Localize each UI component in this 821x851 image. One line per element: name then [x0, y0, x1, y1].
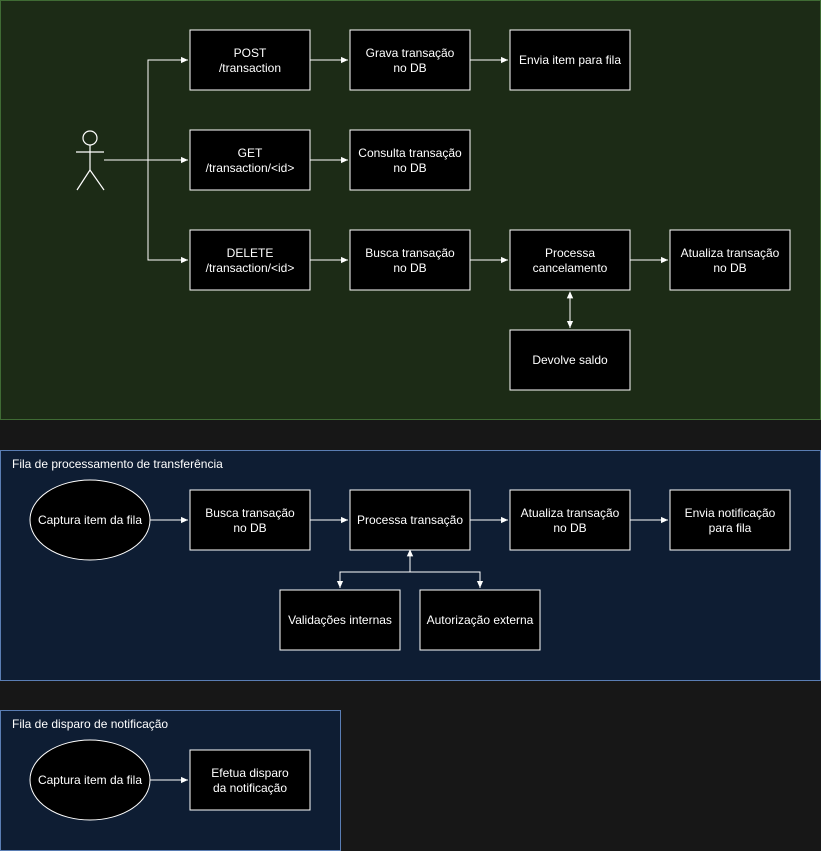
node-atualiza-2-line-2: no DB — [553, 521, 586, 535]
node-envia-notificacao-line-1: Envia notificação — [685, 506, 776, 520]
node-efetua-disparo-line-1: Efetua disparo — [211, 766, 289, 780]
node-captura-1-line-1: Captura item da fila — [38, 513, 142, 527]
node-busca-2-line-2: no DB — [233, 521, 266, 535]
node-post-line-2: /transaction — [219, 61, 281, 75]
node-efetua-disparo-line-2: da notificação — [213, 781, 287, 795]
svg-text:Devolve saldo: Devolve saldo — [532, 353, 608, 367]
node-delete-line-1: DELETE — [227, 246, 274, 260]
edge-processa-validacoes — [336, 549, 414, 588]
node-autorizacao-line-1: Autorização externa — [427, 613, 534, 627]
transfer-queue-title: Fila de processamento de transferência — [12, 457, 223, 471]
node-consulta-line-1: Consulta transação — [358, 146, 462, 160]
node-envia-fila-line-1: Envia item para fila — [519, 53, 621, 67]
node-atualiza-2-line-1: Atualiza transação — [521, 506, 620, 520]
node-consulta-line-2: no DB — [393, 161, 426, 175]
edge-actor-delete — [147, 160, 188, 264]
node-grava-line-2: no DB — [393, 61, 426, 75]
node-processa-transacao-line-1: Processa transação — [357, 513, 463, 527]
svg-text:Validações internas: Validações internas — [288, 613, 392, 627]
node-busca-1-line-1: Busca transação — [365, 246, 455, 260]
svg-text:POST/transaction: POST/transaction — [219, 46, 281, 75]
node-captura-1: Captura item da fila — [29, 479, 151, 561]
actor-icon — [76, 130, 105, 191]
svg-text:Envia item para fila: Envia item para fila — [519, 53, 621, 67]
node-delete: DELETE/transaction/<id> — [189, 229, 311, 291]
svg-text:Captura item da fila: Captura item da fila — [38, 513, 142, 527]
node-grava-line-1: Grava transação — [366, 46, 455, 60]
node-processa-cancelamento-line-2: cancelamento — [533, 261, 608, 275]
edge-processa-autorizacao — [410, 571, 484, 588]
svg-text:Autorização externa: Autorização externa — [427, 613, 534, 627]
node-delete-line-2: /transaction/<id> — [206, 261, 295, 275]
notification-queue-title: Fila de disparo de notificação — [12, 717, 168, 731]
node-devolve-saldo-line-1: Devolve saldo — [532, 353, 608, 367]
node-get: GET/transaction/<id> — [189, 129, 311, 191]
node-envia-notificacao-line-2: para fila — [709, 521, 752, 535]
node-validacoes-line-1: Validações internas — [288, 613, 392, 627]
node-atualiza-1-line-2: no DB — [713, 261, 746, 275]
node-get-line-1: GET — [238, 146, 263, 160]
node-processa-transacao: Processa transação — [349, 489, 471, 551]
node-captura-2-line-1: Captura item da fila — [38, 773, 142, 787]
node-processa-cancelamento-line-1: Processa — [545, 246, 595, 260]
node-captura-2: Captura item da fila — [29, 739, 151, 821]
node-busca-2-line-1: Busca transação — [205, 506, 295, 520]
node-validacoes: Validações internas — [279, 589, 401, 651]
node-post-line-1: POST — [234, 46, 267, 60]
node-autorizacao: Autorização externa — [419, 589, 541, 651]
svg-text:GET/transaction/<id>: GET/transaction/<id> — [206, 146, 295, 175]
node-post: POST/transaction — [189, 29, 311, 91]
node-get-line-2: /transaction/<id> — [206, 161, 295, 175]
node-envia-fila: Envia item para fila — [509, 29, 631, 91]
svg-text:Processa transação: Processa transação — [357, 513, 463, 527]
node-devolve-saldo: Devolve saldo — [509, 329, 631, 391]
node-busca-1-line-2: no DB — [393, 261, 426, 275]
node-atualiza-1-line-1: Atualiza transação — [681, 246, 780, 260]
svg-text:DELETE/transaction/<id>: DELETE/transaction/<id> — [206, 246, 295, 275]
svg-text:Captura item da fila: Captura item da fila — [38, 773, 142, 787]
